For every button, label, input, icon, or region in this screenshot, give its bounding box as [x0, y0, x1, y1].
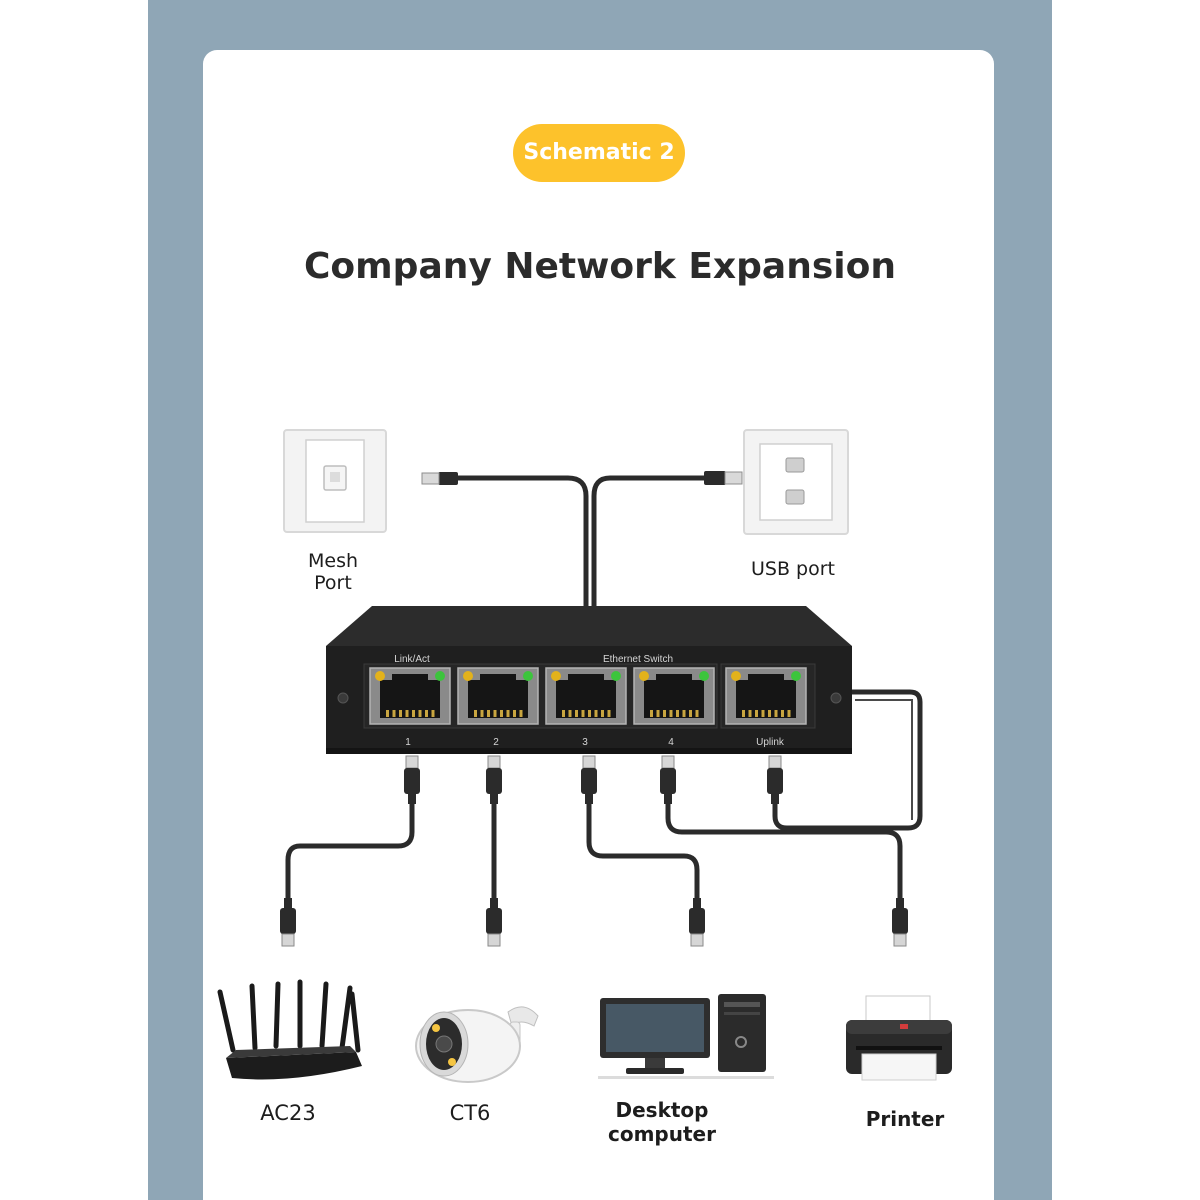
- cable-mesh: [452, 475, 589, 611]
- ethernet-plug-switch-1: [404, 755, 420, 804]
- desktop-computer-icon: [598, 994, 774, 1079]
- rj45-port-4: [633, 667, 715, 725]
- printer-icon: [846, 995, 952, 1081]
- rj45-port-uplink: [725, 667, 807, 725]
- link-led: [375, 671, 385, 681]
- ethernet-switch: [326, 606, 852, 754]
- rj45-port-1: [369, 667, 451, 725]
- device-label-desktop: Desktop computer: [608, 1098, 716, 1146]
- switch-model-label: Ethernet Switch: [603, 654, 673, 665]
- ethernet-plug-switch-3: [581, 755, 597, 804]
- device-label-printer: Printer: [865, 1107, 945, 1131]
- activity-led: [435, 671, 445, 681]
- usb-plug-right: [704, 471, 743, 485]
- port-number-3: 3: [582, 737, 588, 748]
- link-led: [639, 671, 649, 681]
- schematic-badge: Schematic 2: [513, 124, 685, 182]
- cable-port-3: [586, 797, 700, 903]
- port-number-4: 4: [668, 737, 674, 748]
- ethernet-plug-switch-5: [767, 755, 783, 804]
- uplink-label: Uplink: [756, 737, 785, 748]
- ethernet-plug-device-3: [689, 898, 705, 947]
- ethernet-plug-device-2: [486, 898, 502, 947]
- ethernet-plug-device-4: [892, 898, 908, 947]
- usb-plug-left: [421, 472, 458, 485]
- cable-usb: [591, 475, 709, 611]
- port-number-2: 2: [493, 737, 499, 748]
- ethernet-plug-device-1: [280, 898, 296, 947]
- device-label-ct6: CT6: [449, 1101, 491, 1125]
- ethernet-plug-switch-4: [660, 755, 676, 804]
- device-label-ac23: AC23: [260, 1101, 316, 1125]
- cable-port-1: [285, 797, 415, 903]
- link-led: [731, 671, 741, 681]
- activity-led: [611, 671, 621, 681]
- activity-led: [699, 671, 709, 681]
- cable-uplink: [772, 689, 923, 831]
- activity-led: [791, 671, 801, 681]
- port-number-1: 1: [405, 737, 411, 748]
- cable-port-4: [665, 797, 903, 903]
- usb-port-plate: [743, 429, 849, 535]
- mesh-port-plate: [283, 429, 387, 533]
- rj45-port-3: [545, 667, 627, 725]
- usb-port-label: USB port: [751, 558, 835, 580]
- switch-link-act-label: Link/Act: [394, 654, 430, 665]
- camera-icon: [415, 1006, 539, 1083]
- rj45-port-2: [457, 667, 539, 725]
- mesh-port-label: Mesh Port: [307, 550, 359, 594]
- activity-led: [523, 671, 533, 681]
- link-led: [463, 671, 473, 681]
- link-led: [551, 671, 561, 681]
- router-icon: [217, 979, 362, 1080]
- ethernet-plug-switch-2: [486, 755, 502, 804]
- page-title: Company Network Expansion: [304, 246, 896, 287]
